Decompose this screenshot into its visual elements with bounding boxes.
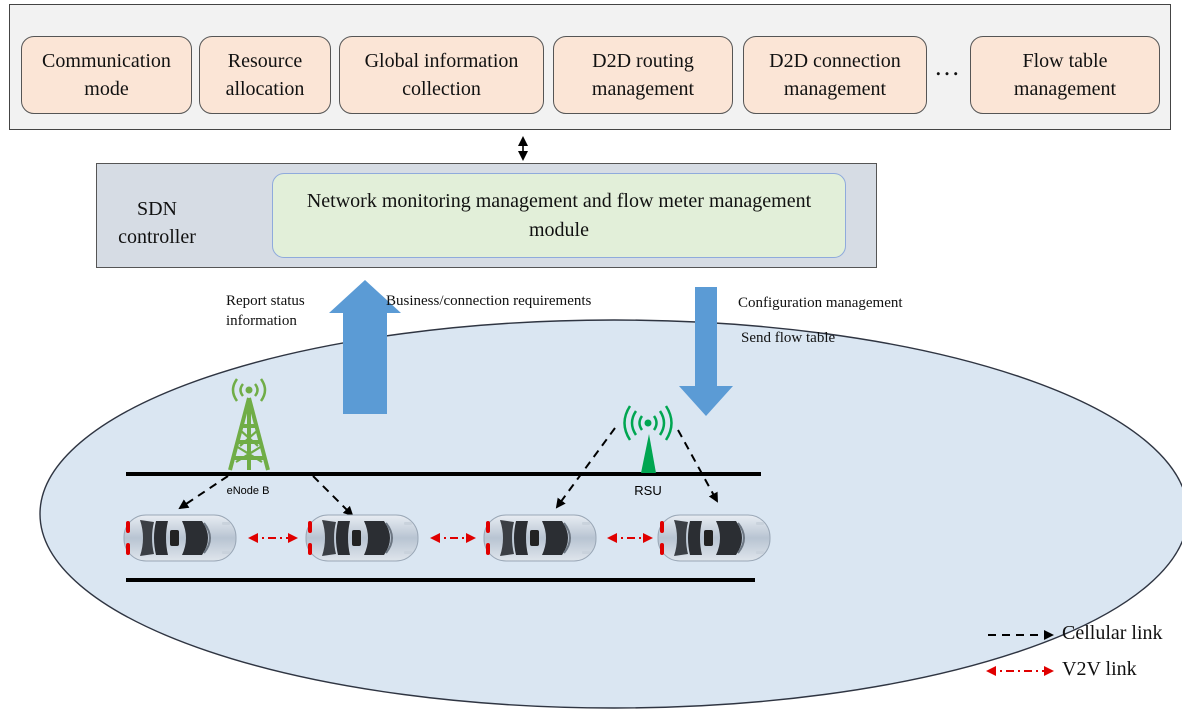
legend-v2v-label: V2V link <box>1062 658 1137 680</box>
app-module-label: Resource <box>227 50 303 72</box>
application-layer-panel: Communication mode Resource allocation Glo… <box>9 4 1171 130</box>
report-status-line1: Report status <box>226 293 305 309</box>
requirements-label: Business/connection requirements <box>386 293 592 309</box>
app-module-d2d-routing: D2D routing management <box>553 36 733 114</box>
configuration-management-label: Configuration management <box>738 295 903 311</box>
cellular-link-enodeb-car1 <box>178 475 229 510</box>
downlink-arrow <box>679 287 733 416</box>
car-1-icon <box>123 514 237 562</box>
app-module-global-info-collection: Global information collection <box>339 36 544 114</box>
rsu-antenna-icon <box>623 405 673 473</box>
app-module-label: management <box>783 78 887 100</box>
car-2-icon <box>305 514 419 562</box>
monitoring-module-box: Network monitoring management and flow m… <box>272 173 846 258</box>
vehicular-network-area <box>39 319 1182 709</box>
cellular-link-enodeb-car2 <box>312 475 354 517</box>
report-status-label: Report status information <box>226 291 305 331</box>
app-module-d2d-connection: D2D connection management <box>743 36 927 114</box>
sdn-controller-label: SDN controller <box>112 195 202 251</box>
app-module-label: Global information <box>364 50 519 72</box>
app-module-label: allocation <box>225 78 305 100</box>
uplink-arrow <box>329 280 401 414</box>
sdn-label-line1: SDN <box>136 198 177 220</box>
app-module-label: management <box>591 78 695 100</box>
module-label-line1: Network monitoring management and flow m… <box>306 189 812 212</box>
report-status-line2: information <box>226 313 297 329</box>
app-module-label: D2D routing <box>592 50 694 72</box>
app-module-flow-table: Flow table management <box>970 36 1160 114</box>
app-module-label: management <box>1013 78 1117 100</box>
enodeb-tower-icon <box>228 378 270 471</box>
sdn-label-line2: controller <box>118 226 196 248</box>
app-module-label: Flow table <box>1022 50 1108 72</box>
cellular-link-rsu-car3 <box>555 427 616 509</box>
app-module-label: mode <box>84 78 129 100</box>
module-label-line2: module <box>528 218 589 241</box>
legend-cellular-label: Cellular link <box>1062 622 1163 644</box>
send-flow-table-label: Send flow table <box>741 330 836 346</box>
app-module-label: Communication <box>42 50 171 72</box>
app-module-label: D2D connection <box>769 50 901 72</box>
rsu-label: RSU <box>634 483 661 498</box>
app-module-resource-allocation: Resource allocation <box>199 36 331 114</box>
enodeb-label: eNode B <box>227 485 270 497</box>
app-module-label: collection <box>402 78 481 100</box>
app-module-communication-mode: Communication mode <box>21 36 192 114</box>
car-3-icon <box>483 514 597 562</box>
car-4-icon <box>657 514 771 562</box>
more-modules-ellipsis: … <box>934 52 961 81</box>
